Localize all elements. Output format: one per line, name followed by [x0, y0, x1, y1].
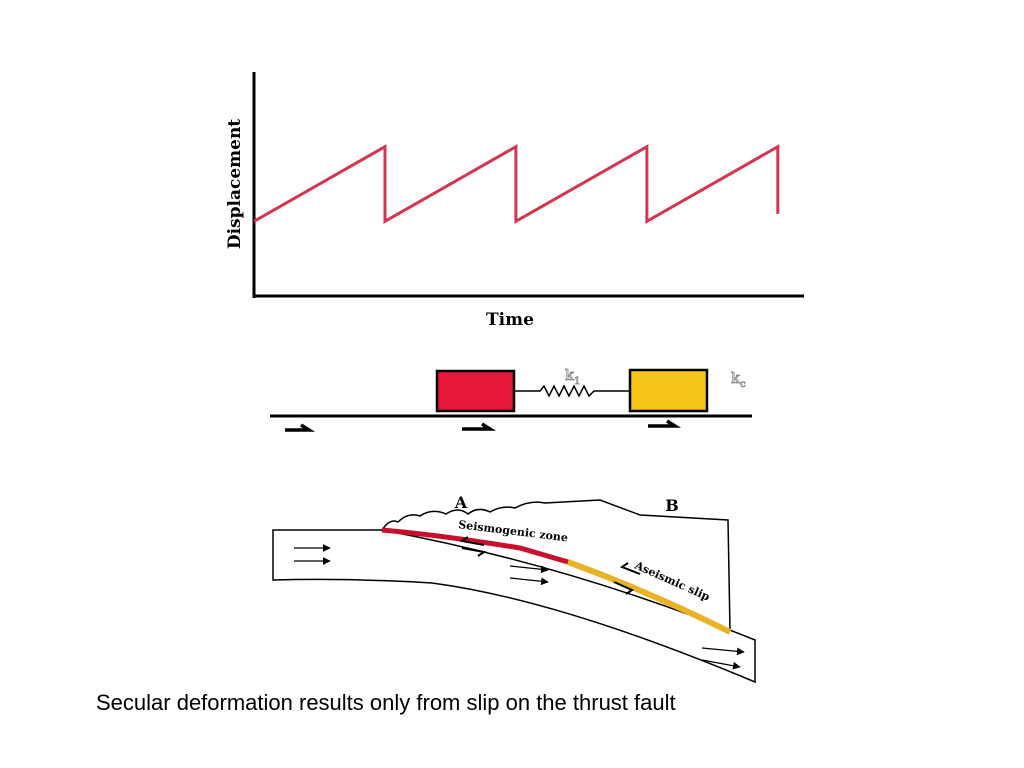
aseismic-slip-fault — [566, 559, 732, 635]
spring-k2-label: kc — [731, 369, 746, 390]
flow-arrow — [701, 647, 745, 656]
plate-motion-arrow — [285, 423, 316, 432]
flow-arrow — [509, 565, 549, 574]
plate-motion-arrow — [648, 419, 682, 428]
x-axis-label: Time — [486, 310, 534, 330]
red-block — [435, 369, 516, 413]
label-b: B — [665, 496, 679, 515]
y-axis-label: Displacement — [225, 119, 245, 249]
displacement-chart: Displacement Time — [225, 72, 804, 330]
aseismic-slip-label: Aseismic slip — [632, 558, 712, 603]
fault-slip-arrow — [461, 547, 487, 557]
spring-k1 — [514, 384, 630, 398]
spring-k1-label: k1 — [565, 366, 580, 387]
fault-slip-arrow — [459, 536, 485, 546]
subducting-plate — [272, 529, 756, 684]
flow-arrow — [701, 659, 741, 670]
seismogenic-zone-fault — [381, 527, 569, 565]
fault-slip-arrow — [619, 562, 641, 575]
slide-caption: Secular deformation results only from sl… — [96, 690, 676, 715]
yellow-block — [628, 368, 709, 413]
label-a: A — [454, 493, 468, 512]
displacement-series-line — [253, 144, 780, 224]
subduction-cross-section: A B Seismogenic zone Aseismic slip — [272, 493, 756, 684]
fault-slip-arrow — [613, 581, 635, 595]
flow-arrow — [509, 577, 549, 586]
spring-block-model: k1 kc — [270, 366, 752, 432]
plate-motion-arrow — [462, 422, 497, 431]
overriding-plate — [381, 499, 731, 631]
